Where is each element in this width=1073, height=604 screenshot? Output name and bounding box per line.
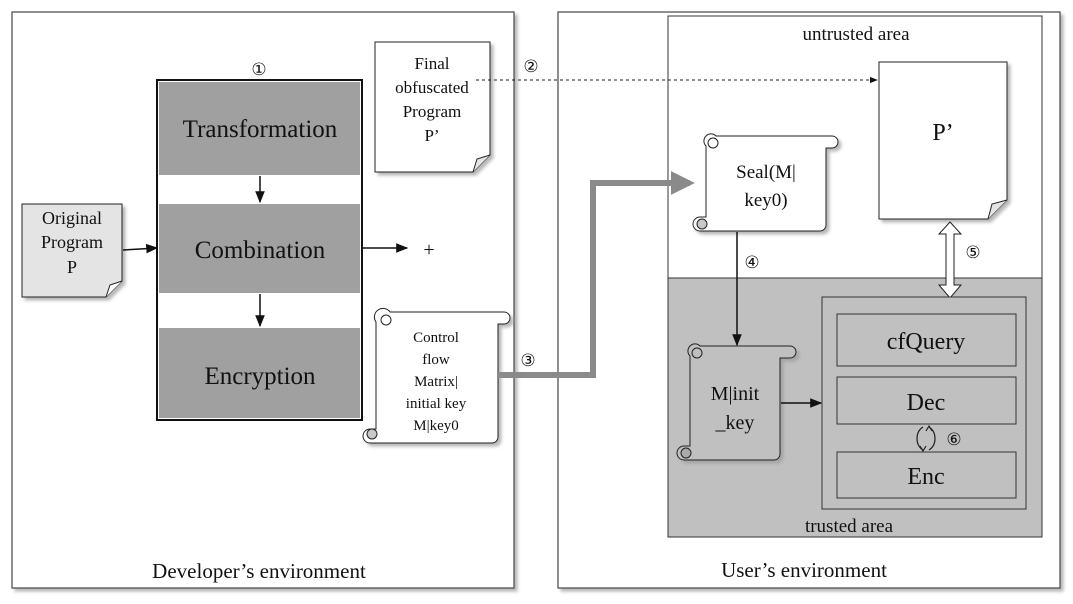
untrusted-area-label: untrusted area — [802, 24, 910, 45]
arrow-original-to-stages — [122, 243, 159, 254]
step-4-label: ④ — [744, 253, 759, 272]
seal-line-2: key0) — [744, 190, 787, 211]
dec-module — [836, 376, 1017, 425]
final-program-line-4: P’ — [424, 126, 439, 145]
transformation-stage — [159, 82, 360, 175]
encryption-label: Encryption — [204, 363, 316, 390]
m-init-key-line-2: _key — [715, 412, 755, 434]
seal-scroll — [692, 133, 839, 232]
enc-label: Enc — [907, 464, 944, 490]
plus-sign: + — [423, 239, 434, 261]
combination-label: Combination — [195, 237, 326, 264]
trusted-area-label: trusted area — [805, 516, 894, 537]
control-flow-scroll — [362, 307, 511, 444]
original-program-line-2: Program — [41, 232, 103, 252]
step-6-cycle-icon — [916, 424, 936, 453]
combination-stage — [159, 204, 360, 293]
step-3-label: ③ — [520, 351, 535, 370]
m-init-key-line-1: M|init — [711, 383, 760, 405]
step-6-label: ⑥ — [946, 430, 961, 449]
step-5-label: ⑤ — [965, 243, 980, 262]
developer-environment-label: Developer’s environment — [152, 559, 366, 583]
user-environment-label: User’s environment — [721, 558, 887, 582]
control-flow-line-1: Control — [413, 330, 459, 346]
step-1-label: ① — [251, 60, 266, 79]
seal-line-1: Seal(M| — [736, 162, 796, 183]
original-program-fold — [105, 280, 123, 298]
control-flow-line-4: initial key — [406, 396, 467, 412]
p-prime-fold — [987, 199, 1008, 220]
p-prime-label: P’ — [932, 120, 953, 146]
control-flow-line-2: flow — [422, 352, 450, 368]
cfquery-module — [836, 313, 1017, 367]
final-program-line-1: Final — [415, 54, 450, 73]
m-init-key-scroll — [676, 343, 797, 461]
control-flow-line-3: Matrix| — [414, 374, 458, 390]
final-program-line-2: obfuscated — [395, 78, 469, 97]
transformation-label: Transformation — [183, 116, 338, 143]
control-flow-line-5: M|key0 — [413, 418, 459, 434]
arrow-step-3-thick — [497, 171, 695, 378]
final-program-fold — [472, 154, 491, 173]
dec-label: Dec — [907, 390, 946, 416]
final-program-line-3: Program — [403, 102, 462, 121]
enc-module — [836, 451, 1017, 499]
cfquery-label: cfQuery — [887, 329, 966, 355]
step-2-label: ② — [523, 57, 538, 76]
encryption-stage — [159, 328, 360, 418]
original-program-line-3: P — [67, 257, 77, 277]
original-program-line-1: Original — [42, 208, 102, 228]
